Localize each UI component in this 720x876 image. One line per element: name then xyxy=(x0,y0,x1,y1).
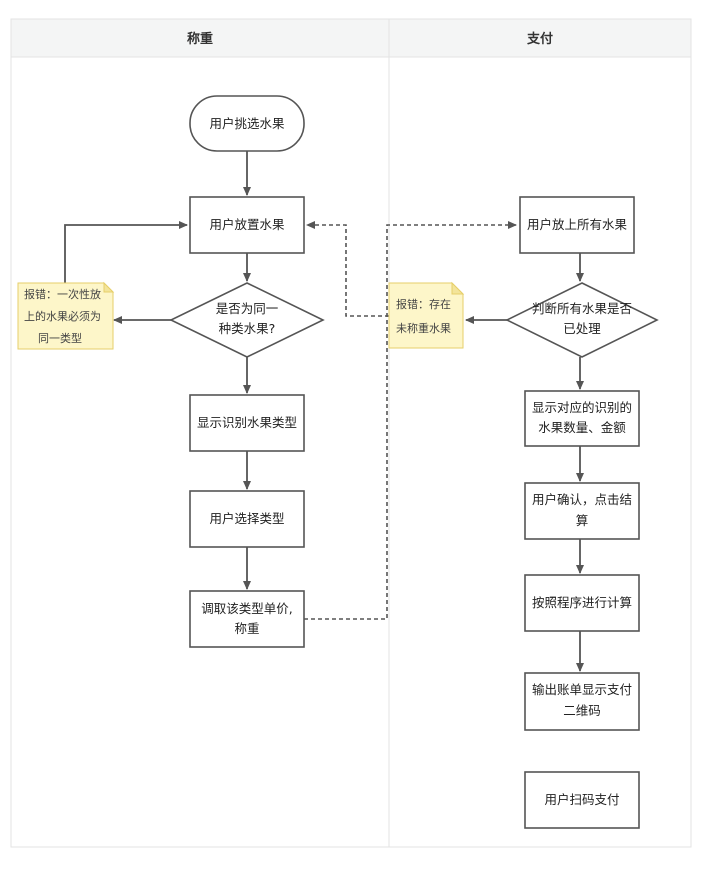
note-error-unweighed-line-1: 报错：存在 xyxy=(396,297,451,311)
node-start: 用户挑选水果 xyxy=(189,95,305,152)
note-error-same-type: 报错：一次性放 上的水果必须为 同一类型 xyxy=(17,281,115,350)
node-show-amount-label-2: 水果数量、金额 xyxy=(538,420,626,435)
decision-all-processed: 判断所有水果是否 已处理 xyxy=(505,282,659,358)
note-error-unweighed: 报错：存在 未称重水果 xyxy=(388,281,465,349)
lane-title-payment: 支付 xyxy=(526,31,553,47)
node-place-fruit: 用户放置水果 xyxy=(189,196,305,254)
edge-unweighed-note-back-to-place xyxy=(306,221,389,317)
node-show-types-label: 显示识别水果类型 xyxy=(197,415,297,430)
node-output-bill: 输出账单显示支付 二维码 xyxy=(524,672,640,731)
node-place-all-label: 用户放上所有水果 xyxy=(527,217,628,232)
node-place-fruit-label: 用户放置水果 xyxy=(209,217,285,232)
edge-fetch-price-to-place-all xyxy=(304,221,517,620)
node-fetch-price: 调取该类型单价, 称重 xyxy=(189,590,305,648)
decision-all-processed-label-1: 判断所有水果是否 xyxy=(532,301,632,316)
node-show-amount: 显示对应的识别的 水果数量、金额 xyxy=(524,390,640,447)
node-output-bill-label-2: 二维码 xyxy=(563,703,601,718)
node-select-type: 用户选择类型 xyxy=(189,490,305,548)
node-confirm-label-1: 用户确认，点击结 xyxy=(532,492,632,507)
edge-error-note-loop-back xyxy=(64,221,188,283)
node-fetch-price-label-2: 称重 xyxy=(234,621,259,636)
decision-same-type-label-2: 种类水果? xyxy=(219,321,276,336)
node-select-type-label: 用户选择类型 xyxy=(209,511,284,526)
decision-same-type: 是否为同一 种类水果? xyxy=(169,282,325,358)
connectors xyxy=(64,151,584,672)
node-scan-pay: 用户扫码支付 xyxy=(524,771,640,829)
node-place-all: 用户放上所有水果 xyxy=(519,196,635,254)
node-show-amount-label-1: 显示对应的识别的 xyxy=(532,400,632,415)
node-show-types: 显示识别水果类型 xyxy=(189,394,305,452)
node-compute: 按照程序进行计算 xyxy=(524,574,640,632)
node-confirm: 用户确认，点击结 算 xyxy=(524,482,640,540)
node-fetch-price-label-1: 调取该类型单价, xyxy=(201,601,292,616)
note-error-same-type-line-3: 同一类型 xyxy=(38,331,82,345)
node-compute-label: 按照程序进行计算 xyxy=(532,595,632,610)
node-output-bill-label-1: 输出账单显示支付 xyxy=(532,682,632,697)
node-start-label: 用户挑选水果 xyxy=(209,116,285,131)
decision-same-type-label-1: 是否为同一 xyxy=(216,301,279,316)
lane-title-weighing: 称重 xyxy=(187,31,213,47)
node-scan-pay-label: 用户扫码支付 xyxy=(544,792,619,807)
note-error-unweighed-line-2: 未称重水果 xyxy=(396,321,451,335)
note-error-same-type-line-2: 上的水果必须为 xyxy=(24,309,101,323)
note-error-same-type-line-1: 报错：一次性放 xyxy=(24,287,101,301)
decision-all-processed-label-2: 已处理 xyxy=(563,321,601,336)
node-confirm-label-2: 算 xyxy=(576,513,589,528)
